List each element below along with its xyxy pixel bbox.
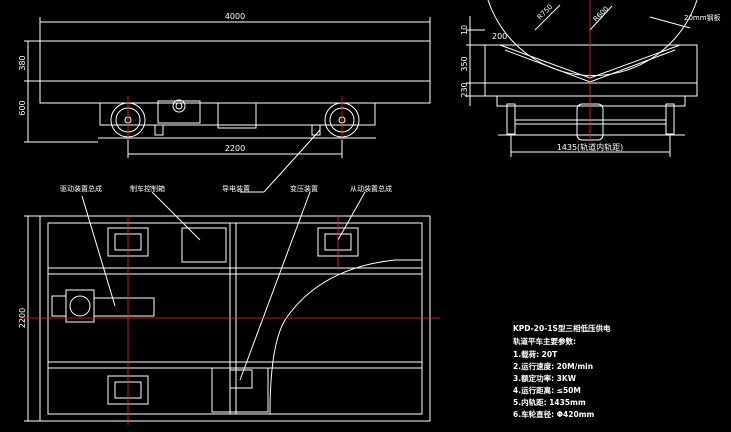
radius-a-leader [534, 4, 561, 31]
front-motor-gear-inner [175, 102, 183, 110]
radius-a-label: R750 [536, 3, 555, 22]
plan-control-box [181, 227, 227, 263]
callout-driven-label: 从动装置总成 [350, 184, 392, 193]
side-coil-arc [487, 0, 698, 77]
centerlines [20, 0, 591, 425]
plan-transformer-frame [211, 367, 269, 413]
front-view [39, 40, 431, 139]
radius-b-label: R600 [592, 5, 611, 24]
leader-drive [81, 195, 116, 307]
dim-plan-width-text: 2200 [18, 308, 27, 328]
spec-title: KPD-20-1S型三相低压供电 [513, 323, 611, 333]
callout-leaders [81, 129, 366, 381]
spec-item-3: 3.额定功率: 3KW [513, 373, 577, 383]
spec-item-1: 1.载荷: 20T [513, 349, 558, 359]
plan-gearbox [93, 297, 155, 317]
callout-guide-label: 导电装置 [222, 184, 250, 193]
front-dimensions [24, 17, 431, 158]
front-chassis [99, 102, 376, 126]
plan-outline [39, 215, 431, 422]
front-center-box [217, 102, 257, 129]
leader-transformer [239, 191, 311, 381]
leader-guide [263, 129, 321, 193]
dim-side-230-text: 230 [460, 82, 469, 97]
plan-view [24, 215, 431, 422]
callout-drive-label: 驱动装置总成 [60, 184, 102, 193]
spec-block: KPD-20-1S型三相低压供电 轨道平车主要参数: 1.载荷: 20T 2.运… [513, 323, 611, 419]
dim-wheelbase-text: 2200 [225, 144, 245, 153]
front-bumper-left [154, 124, 164, 136]
dim-height-top-text: 380 [18, 55, 27, 70]
spec-subtitle: 轨道平车主要参数: [513, 336, 576, 346]
spec-item-2: 2.运行速度: 20M/min [513, 361, 593, 371]
radius-b-leader [589, 5, 613, 31]
plate-label: 20mm钢板 [684, 13, 721, 22]
dim-side-200-text: 200 [492, 32, 507, 41]
leader-driven [337, 191, 366, 241]
dim-side-ten-text: 10 [460, 25, 469, 35]
dim-side-350-text: 350 [460, 56, 469, 71]
front-motor [157, 100, 201, 124]
plan-inner-frame [47, 222, 423, 415]
plan-motor-circle [69, 295, 91, 317]
side-left-wheel [506, 103, 516, 135]
front-body-outline [39, 40, 431, 104]
side-body [484, 44, 698, 97]
plan-motor-end [51, 295, 67, 317]
spec-item-6: 6.车轮直径: Φ420mm [513, 409, 595, 419]
spec-item-4: 4.运行距离: ≤50M [513, 385, 581, 395]
front-motor-gear [172, 99, 186, 113]
side-right-wheel [665, 103, 675, 135]
dim-gauge-text: 1435(轨道内轨距) [557, 142, 624, 152]
callout-control-label: 制车控制箱 [130, 184, 165, 193]
callout-transformer-label: 变压装置 [290, 184, 318, 193]
leader-control [151, 191, 201, 241]
dim-length-text: 4000 [225, 12, 245, 21]
spec-item-5: 5.内轨距: 1435mm [513, 397, 586, 407]
side-chassis [496, 95, 686, 107]
plan-coil-curve [269, 259, 422, 415]
plate-leader [649, 16, 691, 29]
plan-transformer [229, 369, 253, 389]
dim-height-bottom-text: 600 [18, 100, 27, 115]
front-bumper-right [311, 124, 321, 136]
side-view [466, 0, 698, 157]
